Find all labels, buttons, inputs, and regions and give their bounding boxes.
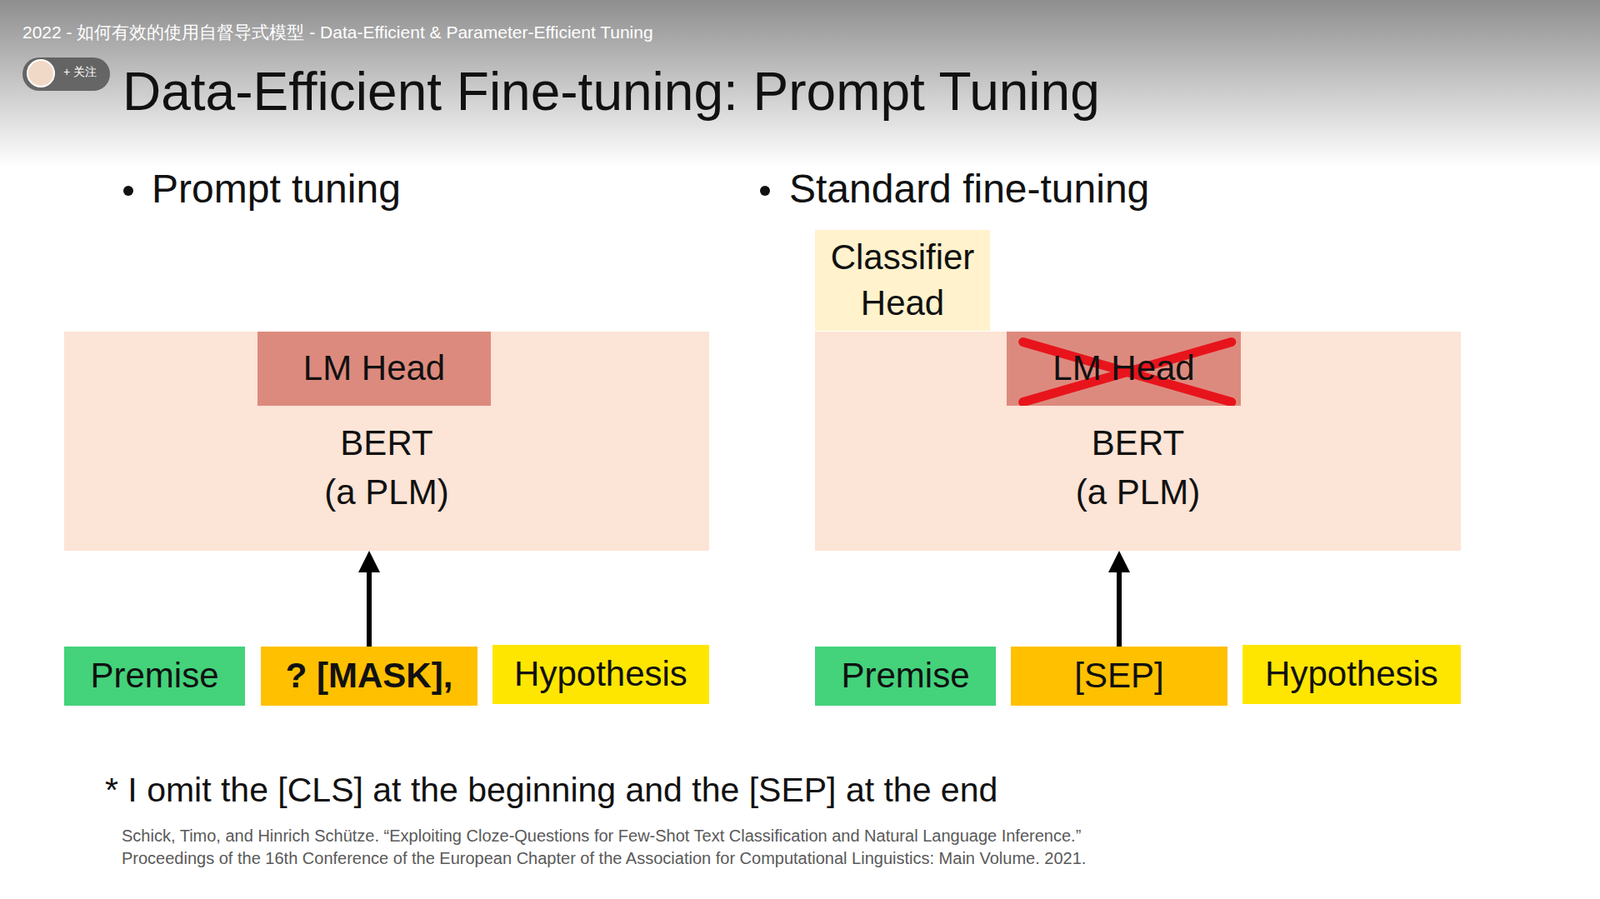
input-segment: Hypothesis: [492, 645, 710, 705]
bullet-heading: Standard fine-tuning: [789, 165, 1150, 214]
box-label: Hypothesis: [514, 651, 688, 698]
slide-title: Data-Efficient Fine-tuning: Prompt Tunin…: [122, 60, 1100, 125]
input-segment: Premise: [64, 646, 245, 706]
removed-head-box: LM Head: [1006, 331, 1241, 406]
model-box: BERT (a PLM) LM Head: [815, 331, 1461, 551]
input-segment: ? [MASK],: [260, 646, 478, 706]
box-label: Hypothesis: [1265, 651, 1439, 698]
box-label: LM Head: [303, 345, 445, 392]
box-label: Premise: [840, 653, 970, 700]
model-box: BERT (a PLM) LM Head: [64, 331, 710, 551]
cross-stroke: [1023, 341, 1232, 402]
follow-pill: [22, 57, 110, 91]
bullet-heading: Prompt tuning: [151, 165, 401, 214]
classifier-box: Classifier Head: [815, 230, 990, 331]
box-label: LM Head: [1052, 345, 1195, 392]
box-label: ? [MASK],: [285, 653, 454, 700]
head-box: LM Head: [257, 331, 491, 406]
player-top-shade: [0, 0, 1600, 167]
box-label: [SEP]: [1074, 653, 1164, 700]
footnote: * I omit the [CLS] at the beginning and …: [105, 770, 998, 811]
box-label: Classifier Head: [828, 235, 977, 326]
citation: Schick, Timo, and Hinrich Schütze. “Expl…: [121, 825, 1122, 870]
input-arrow: [1116, 572, 1122, 647]
input-segment: Premise: [815, 646, 996, 706]
cross-stroke: [1023, 341, 1232, 402]
input-arrow: [366, 572, 372, 647]
follow-button: + 关注: [63, 65, 97, 80]
box-label: BERT (a PLM): [1073, 418, 1203, 517]
box-label: Premise: [90, 653, 219, 700]
video-title: 2022 - 如何有效的使用自督导式模型 - Data-Efficient & …: [22, 21, 654, 43]
bullet-dot: [123, 185, 134, 196]
bullet-dot: [760, 185, 770, 196]
avatar: [27, 60, 55, 87]
input-segment: Hypothesis: [1242, 645, 1461, 705]
box-label: BERT (a PLM): [322, 418, 452, 517]
input-segment: [SEP]: [1010, 646, 1228, 706]
